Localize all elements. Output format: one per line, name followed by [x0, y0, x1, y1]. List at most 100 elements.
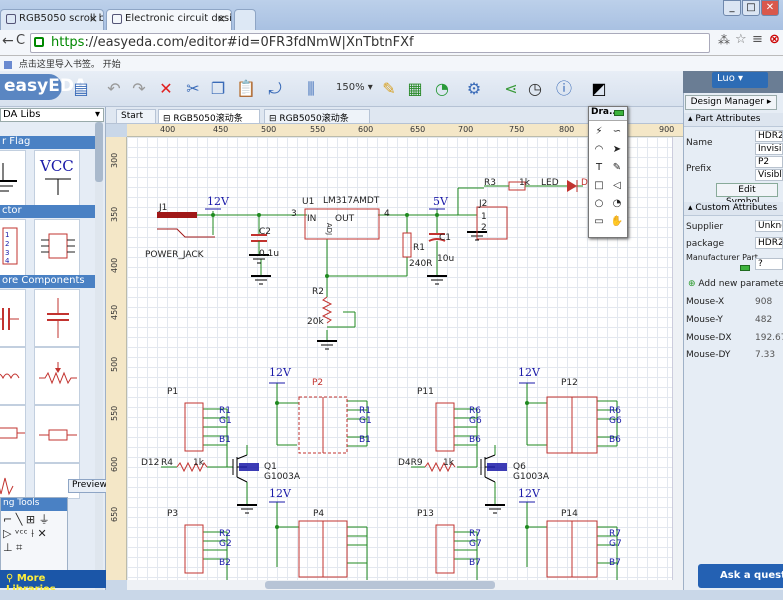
- ref-p2[interactable]: P2: [312, 378, 324, 388]
- noconnect-icon[interactable]: ✕: [37, 527, 47, 540]
- library-select[interactable]: DA Libs▾: [0, 108, 104, 122]
- ground-symbol-cell[interactable]: [0, 150, 26, 208]
- package-field[interactable]: HDR2X: [755, 237, 783, 249]
- ref-c2[interactable]: C2: [259, 227, 272, 237]
- freehand-icon[interactable]: ✎: [612, 162, 622, 173]
- cut-icon[interactable]: ✂: [186, 79, 200, 98]
- delete-icon[interactable]: ✕: [159, 79, 173, 98]
- schematic-canvas[interactable]: J1 POWER_JACK 12V C2 0.1u U1 LM317AMDT I…: [127, 137, 672, 580]
- bookmark-star-icon[interactable]: ☆: [735, 32, 747, 47]
- ref-u1[interactable]: U1: [302, 197, 315, 207]
- zoom-level[interactable]: 150% ▾: [336, 82, 373, 93]
- ref-r1[interactable]: R1: [413, 243, 425, 253]
- easyeda-logo[interactable]: easyEDA: [0, 74, 87, 100]
- drawing-palette-header[interactable]: Dra...: [589, 107, 627, 121]
- custom-attributes-header[interactable]: ▴ Custom Attributes: [684, 202, 783, 216]
- ref-r3[interactable]: R3: [484, 178, 496, 188]
- resistor-cell[interactable]: [0, 405, 26, 463]
- ref-p3[interactable]: P3: [167, 509, 179, 519]
- ground-tool-icon[interactable]: ⏚: [38, 513, 50, 526]
- restore-icon[interactable]: [614, 110, 624, 116]
- vcc-tool-icon[interactable]: ᵛᶜᶜ: [14, 527, 28, 540]
- prefix-value-field[interactable]: P2: [755, 156, 783, 168]
- browser-tab-active[interactable]: Electronic circuit design ×: [106, 9, 232, 30]
- ref-p14[interactable]: P14: [561, 509, 578, 519]
- edit-symbol-button[interactable]: Edit Symbol...: [716, 183, 778, 207]
- netlabel-icon[interactable]: ▷: [3, 527, 12, 540]
- rectangle-icon[interactable]: □: [594, 180, 604, 191]
- ellipse-icon[interactable]: ○: [594, 198, 604, 209]
- user-menu-button[interactable]: Luo ▾: [712, 72, 768, 88]
- ask-question-button[interactable]: Ask a question: [698, 564, 783, 588]
- ref-q6[interactable]: Q6: [513, 462, 526, 472]
- rotate-icon[interactable]: ⤾: [268, 79, 282, 98]
- line-icon[interactable]: ╲: [15, 513, 23, 526]
- resistor-box-cell[interactable]: [34, 405, 80, 463]
- ref-p1[interactable]: P1: [167, 387, 179, 397]
- capacitor-cell[interactable]: [0, 289, 26, 347]
- library-scrollbar[interactable]: [95, 122, 103, 592]
- back-icon[interactable]: ←: [2, 33, 14, 49]
- paste-icon[interactable]: 📋: [236, 79, 256, 98]
- simulate-icon[interactable]: ◔: [435, 79, 449, 98]
- more-libraries-button[interactable]: ⚲ More Libraries...: [0, 570, 106, 595]
- wand-icon[interactable]: ✎: [382, 79, 396, 98]
- polygon-icon[interactable]: ◁: [613, 180, 621, 191]
- text-icon[interactable]: T: [595, 162, 603, 173]
- maximize-button[interactable]: □: [742, 0, 760, 16]
- ref-p4[interactable]: P4: [313, 509, 325, 519]
- history-icon[interactable]: ◷: [528, 79, 542, 98]
- pcb-icon[interactable]: ▦: [407, 79, 423, 98]
- tab-rgb5050[interactable]: ⊟ RGB5050滚动条: [264, 109, 370, 124]
- abp-icon[interactable]: ⊗: [769, 32, 780, 47]
- ref-p11[interactable]: P11: [417, 387, 434, 397]
- new-tab-button[interactable]: [234, 9, 256, 30]
- ref-d[interactable]: D: [581, 178, 588, 188]
- arrow-icon[interactable]: ➤: [612, 144, 622, 155]
- tab-start[interactable]: Start: [116, 109, 156, 124]
- settings-gear-icon[interactable]: ⚙: [466, 79, 482, 98]
- ref-c1[interactable]: C1: [439, 233, 452, 243]
- close-window-button[interactable]: ✕: [761, 0, 779, 16]
- supplier-select[interactable]: Unkno: [755, 220, 783, 232]
- pie-icon[interactable]: ◔: [612, 198, 622, 209]
- ref-j1[interactable]: J1: [159, 203, 168, 213]
- name-visibility-select[interactable]: Invisib: [755, 143, 783, 155]
- pan-hand-icon[interactable]: ✋: [610, 216, 624, 227]
- header-connector-cell[interactable]: [34, 219, 80, 277]
- arc-icon[interactable]: ◠: [594, 144, 604, 155]
- manufacturer-field[interactable]: ?: [755, 258, 783, 270]
- minimize-button[interactable]: _: [723, 0, 741, 16]
- inductor-cell[interactable]: [0, 347, 26, 405]
- info-icon[interactable]: ⓘ: [555, 79, 572, 98]
- ref-p13[interactable]: P13: [417, 509, 434, 519]
- wire-icon[interactable]: ⌐: [3, 513, 13, 526]
- bookmarks-import-link[interactable]: 点击这里导入书签。 开始: [18, 60, 121, 70]
- save-icon[interactable]: ▤: [73, 79, 89, 98]
- close-icon[interactable]: ×: [88, 12, 98, 25]
- tab-rgb5050-active[interactable]: ⊟ RGB5050滚动条: [158, 109, 260, 124]
- browser-tab[interactable]: RGB5050 scroll bar - Ea ×: [0, 9, 104, 30]
- theme-toggle-icon[interactable]: ◩: [591, 79, 607, 98]
- ref-r2[interactable]: R2: [312, 287, 324, 297]
- scrollbar-thumb[interactable]: [95, 122, 103, 182]
- bezier-icon[interactable]: ∽: [612, 126, 622, 137]
- bus-icon[interactable]: ⊞: [25, 513, 36, 526]
- close-icon[interactable]: ×: [216, 12, 226, 25]
- pin-icon[interactable]: ⊥: [3, 541, 13, 554]
- move-icon[interactable]: [592, 223, 606, 237]
- reload-icon[interactable]: C: [16, 33, 26, 48]
- category-header[interactable]: r Flag: [0, 136, 100, 149]
- copy-icon[interactable]: ❐: [210, 79, 226, 98]
- group-icon[interactable]: ⌗: [16, 541, 23, 554]
- url-input[interactable]: https://easyeda.com/editor#id=0FR3fdNmW|…: [30, 33, 710, 53]
- prefix-visibility-select[interactable]: Visible: [755, 169, 783, 181]
- canvas-vertical-scrollbar[interactable]: [672, 137, 683, 580]
- translate-icon[interactable]: ⁂: [718, 33, 730, 47]
- scrollbar-thumb[interactable]: [265, 581, 495, 589]
- vcc-symbol-cell[interactable]: VCC: [34, 150, 80, 208]
- canvas-horizontal-scrollbar[interactable]: [127, 580, 683, 590]
- menu-icon[interactable]: ≡: [752, 32, 763, 47]
- ref-q1[interactable]: Q1: [264, 462, 277, 472]
